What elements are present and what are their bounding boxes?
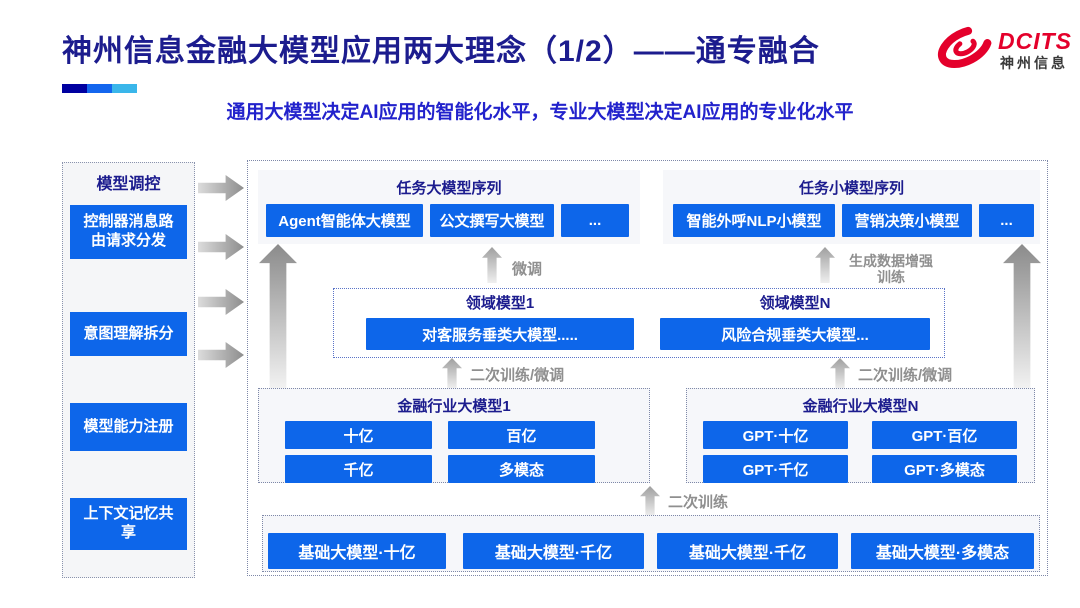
dcits-logo: DCITS 神州信息 — [934, 20, 1071, 74]
secondary-train-right-label: 二次训练/微调 — [858, 367, 953, 384]
model-chip-base-1b: 基础大模型·十亿 — [268, 533, 446, 569]
flow-arrow-right-icon — [198, 289, 244, 315]
flow-arrow-right-icon — [198, 342, 244, 368]
model-control-title: 模型调控 — [96, 176, 161, 193]
accent-bar-segment — [62, 84, 87, 93]
model-chip-more: ... — [979, 204, 1034, 237]
finance-model-n-title: 金融行业大模型N — [802, 398, 919, 415]
model-chip-gpt-multimodal: GPT·多模态 — [872, 455, 1017, 483]
sidebar-item-context: 上下文记忆共享 — [70, 498, 187, 550]
accent-bar-segment — [87, 84, 112, 93]
model-chip-more: ... — [561, 204, 629, 237]
sidebar-item-intent: 意图理解拆分 — [70, 312, 187, 356]
model-chip-document-writing: 公文撰写大模型 — [430, 204, 554, 237]
sidebar-item-router: 控制器消息路由请求分发 — [70, 205, 187, 259]
model-chip-base-100b: 基础大模型·千亿 — [657, 533, 838, 569]
model-chip-gpt-100b: GPT·千亿 — [703, 455, 848, 483]
logo-brand-cn-text: 神州信息 — [1000, 55, 1068, 71]
gen-data-train-label-line2: 训练 — [877, 269, 905, 286]
model-chip-base-multimodal: 基础大模型·多模态 — [851, 533, 1034, 569]
secondary-train-center-label: 二次训练 — [668, 494, 729, 511]
model-chip-agent: Agent智能体大模型 — [266, 204, 423, 237]
model-chip-risk-compliance: 风险合规垂类大模型... — [660, 318, 930, 350]
model-chip-gpt-1b: GPT·十亿 — [703, 421, 848, 449]
task-small-model-title: 任务小模型序列 — [798, 180, 904, 197]
sidebar-item-capability: 模型能力注册 — [70, 403, 187, 451]
model-chip-base-100b: 基础大模型·千亿 — [463, 533, 644, 569]
model-chip-marketing: 营销决策小模型 — [842, 204, 972, 237]
model-chip-customer-service: 对客服务垂类大模型..... — [366, 318, 634, 350]
model-chip-10b: 百亿 — [448, 421, 595, 449]
flow-arrow-right-icon — [198, 175, 244, 201]
model-chip-multimodal: 多模态 — [448, 455, 595, 483]
flow-arrow-right-icon — [198, 234, 244, 260]
domain-model-1-title: 领域模型1 — [465, 295, 535, 312]
gen-data-train-label: 生成数据增强 训练 — [843, 253, 939, 285]
gen-data-train-label-line1: 生成数据增强 — [849, 253, 933, 269]
domain-model-n-title: 领域模型N — [759, 295, 831, 312]
finance-model-1-title: 金融行业大模型1 — [397, 398, 511, 415]
model-chip-100b: 千亿 — [285, 455, 432, 483]
secondary-train-left-label: 二次训练/微调 — [470, 367, 565, 384]
dcits-swoosh-icon — [937, 25, 993, 69]
fine-tune-label: 微调 — [512, 261, 543, 278]
model-chip-nlp-outbound: 智能外呼NLP小模型 — [673, 204, 835, 237]
model-chip-1b: 十亿 — [285, 421, 432, 449]
page-title: 神州信息金融大模型应用两大理念（1/2）——通专融合 — [62, 35, 820, 68]
logo-brand-text: DCITS — [998, 28, 1072, 54]
accent-bar-segment — [112, 84, 137, 93]
task-large-model-title: 任务大模型序列 — [396, 180, 502, 197]
model-chip-gpt-10b: GPT·百亿 — [872, 421, 1017, 449]
slide-subtitle: 通用大模型决定AI应用的智能化水平，专业大模型决定AI应用的专业化水平 — [226, 102, 854, 123]
